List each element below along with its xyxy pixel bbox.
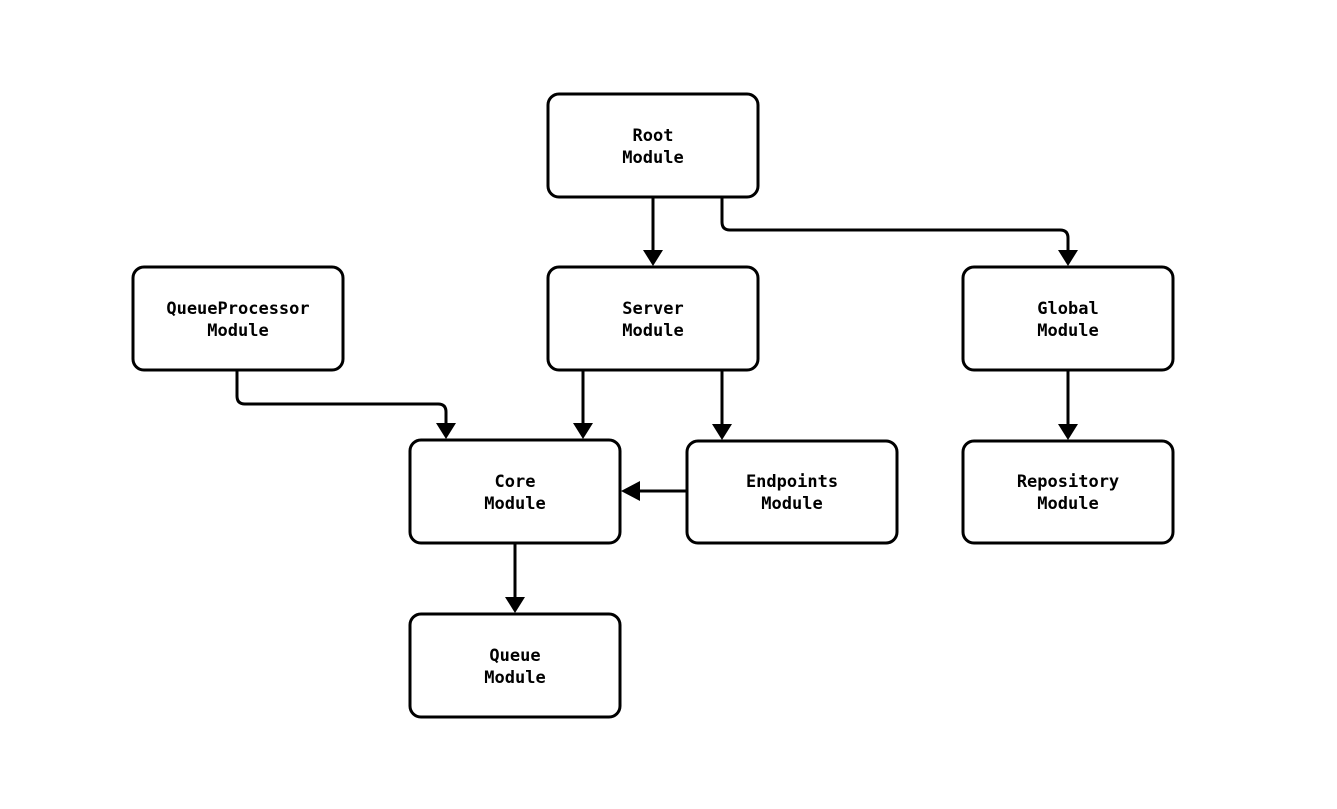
node-label-line2: Module [1037,494,1098,514]
edge-line [720,197,1070,251]
node-core-module[interactable]: Core Module [408,438,622,545]
node-box[interactable] [131,265,345,372]
node-queue-module[interactable]: Queue Module [408,612,622,719]
edge-endpoints-to-core [621,481,687,501]
node-queueprocessor-module[interactable]: QueueProcessor Module [131,265,345,372]
edge-server-to-core [573,370,593,439]
node-layer: Root Module QueueProcessor Module Server… [131,92,1175,719]
arrowhead-icon [621,481,640,501]
edge-global-to-repository [1058,370,1078,440]
edge-root-to-server [643,197,663,266]
node-box[interactable] [546,92,760,199]
edge-queueprocessor-to-core [235,370,456,439]
arrowhead-icon [436,423,456,439]
node-server-module[interactable]: Server Module [546,265,760,372]
arrowhead-icon [1058,424,1078,440]
node-label-line1: QueueProcessor [166,299,309,319]
node-global-module[interactable]: Global Module [961,265,1175,372]
node-box[interactable] [961,265,1175,372]
node-label-line2: Module [761,494,822,514]
edge-line [235,370,448,424]
edge-server-to-endpoints [712,370,732,440]
node-label-line2: Module [622,148,683,168]
node-box[interactable] [408,438,622,545]
edge-layer [235,197,1078,613]
node-label-line1: Global [1037,299,1098,319]
node-label-line2: Module [207,321,268,341]
edge-root-to-global [720,197,1078,266]
node-repository-module[interactable]: Repository Module [961,439,1175,545]
arrowhead-icon [505,597,525,613]
node-label-line1: Repository [1017,472,1119,492]
node-box[interactable] [408,612,622,719]
node-label-line1: Core [495,472,536,492]
node-label-line2: Module [1037,321,1098,341]
node-label-line2: Module [484,494,545,514]
node-box[interactable] [685,439,899,545]
arrowhead-icon [712,424,732,440]
node-label-line1: Server [622,299,683,319]
node-label-line1: Queue [489,646,540,666]
node-label-line2: Module [484,668,545,688]
edge-core-to-queue [505,543,525,613]
arrowhead-icon [573,423,593,439]
node-box[interactable] [546,265,760,372]
node-box[interactable] [961,439,1175,545]
node-label-line2: Module [622,321,683,341]
node-label-line1: Root [633,126,674,146]
arrowhead-icon [643,250,663,266]
node-root-module[interactable]: Root Module [546,92,760,199]
arrowhead-icon [1058,250,1078,266]
node-label-line1: Endpoints [746,472,838,492]
node-endpoints-module[interactable]: Endpoints Module [685,439,899,545]
